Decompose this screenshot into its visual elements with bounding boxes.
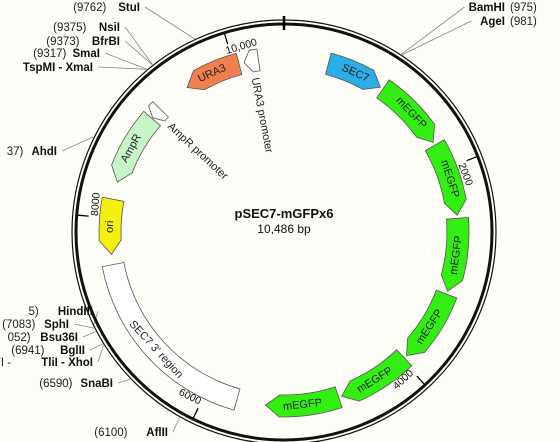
site-position: (6941) (11, 345, 44, 357)
site-name-bsu36i[interactable]: Bsu36I (40, 332, 78, 344)
feature-label-ampr-promoter: AmpR promoter (165, 121, 230, 183)
site-leader-tspmi-xmai (97, 66, 147, 70)
site-leader-sphi (73, 323, 95, 329)
site-leader-agei (401, 20, 472, 56)
site-leader-aflii (172, 417, 180, 433)
site-name-bfrbi[interactable]: BfrBI (92, 36, 120, 48)
feature-arrow-ura3[interactable] (186, 52, 243, 91)
tick-label: 8000 (89, 192, 103, 216)
site-name-smai[interactable]: SmaI (73, 48, 101, 60)
tick-mark (416, 375, 425, 385)
site-name-tspmi-xmai[interactable]: TspMI - XmaI (23, 62, 93, 74)
feature-arrow-sec7-3-region[interactable] (101, 262, 241, 411)
site-position: (6590) (39, 378, 72, 390)
restriction-site-layer (61, 6, 472, 433)
feature-label-ori: ori (104, 220, 116, 233)
site-name-agei[interactable]: AgeI (480, 16, 505, 28)
feature-label-sec7-3-region: SEC7 3' region (127, 318, 186, 380)
tick-mark (192, 407, 199, 419)
feature-arrow-megfp[interactable] (264, 386, 343, 418)
feature-arrow-ampr[interactable] (111, 110, 161, 183)
site-name-aflii[interactable]: AflII (146, 427, 168, 439)
site-position: (9375) (53, 22, 86, 34)
plasmid-length: 10,486 bp (257, 222, 311, 236)
site-position: (7083) (2, 319, 35, 331)
feature-arrow-ori[interactable] (98, 196, 125, 255)
site-leader-bfrbi (124, 40, 153, 65)
site-position: (975) (510, 2, 537, 14)
site-position: 37) (7, 146, 24, 158)
site-position: (9373) (46, 36, 79, 48)
plasmid-backbone (71, 16, 497, 442)
feature-arrow-megfp[interactable] (440, 217, 470, 292)
site-leader-snabi (117, 378, 131, 384)
plasmid-name: pSEC7-mGFPx6 (235, 206, 334, 221)
site-name-tlii-xhoi[interactable]: TliI - XhoI (41, 357, 93, 369)
site-name-stui[interactable]: StuI (118, 2, 140, 14)
site-name-snabi[interactable]: SnaBI (80, 378, 113, 390)
tick-mark (77, 214, 89, 217)
feature-arrow-sec7[interactable] (325, 52, 381, 90)
feature-label-megfp: mEGFP (448, 235, 465, 275)
site-position: 7I - (0, 357, 11, 369)
feature-arrow-megfp[interactable] (406, 289, 458, 357)
tick-mark (223, 33, 229, 45)
site-leader-bsu36i (82, 331, 96, 338)
site-name-hindiii[interactable]: HindIII (58, 306, 93, 318)
site-leader-ahdi (61, 136, 94, 152)
site-leader-bglii (89, 343, 103, 351)
site-leader-stui (144, 6, 195, 40)
site-position: (9317) (33, 48, 66, 60)
feature-arrow-megfp[interactable] (424, 139, 467, 216)
feature-label-ura3-promoter: URA3 promoter (249, 77, 275, 155)
site-name-nsii[interactable]: NsiI (99, 22, 120, 34)
site-position: 5) (28, 306, 38, 318)
feature-arrow-ura3-promoter[interactable] (243, 48, 261, 73)
site-name-ahdi[interactable]: AhdI (31, 146, 57, 158)
site-name-bglii[interactable]: BglII (60, 345, 85, 357)
site-name-bamhi[interactable]: BamHI (469, 2, 505, 14)
site-name-sphi[interactable]: SphI (44, 319, 69, 331)
site-leader-bamhi (401, 6, 465, 55)
site-position: (981) (510, 16, 537, 28)
feature-arrow-megfp[interactable] (376, 79, 435, 144)
site-leader-smai (104, 52, 147, 70)
site-leader-nsii (124, 26, 153, 65)
site-position: (9762) (73, 2, 106, 14)
feature-arrow-megfp[interactable] (340, 349, 413, 402)
label-layer: BamHI (975) AgeI (981) StuI (9762) NsiI (9375) B… (0, 2, 537, 439)
site-position: 052) (8, 332, 31, 344)
tick-mark (466, 156, 478, 162)
site-leader-tlii-xhoi (97, 345, 104, 363)
feature-arrow-ampr-promoter[interactable] (148, 101, 169, 122)
site-position: (6100) (94, 427, 127, 439)
feature-label-megfp: mEGFP (282, 397, 322, 413)
